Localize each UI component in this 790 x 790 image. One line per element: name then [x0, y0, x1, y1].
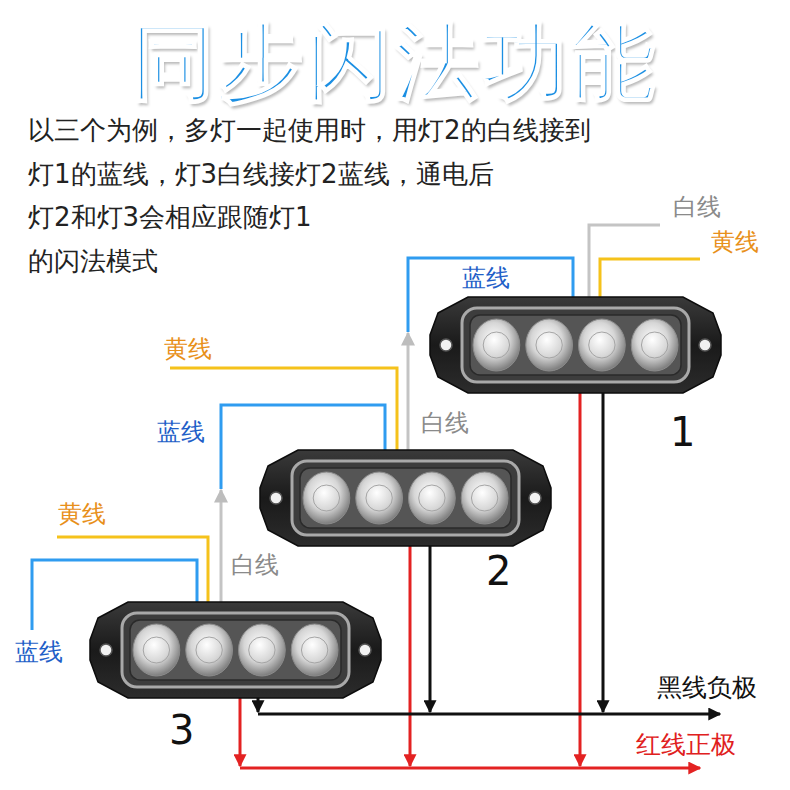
title: 同步闪法功能	[131, 16, 659, 108]
light-housing	[90, 602, 381, 698]
callout-number: 1	[670, 412, 695, 452]
callout-number: 2	[486, 551, 511, 591]
wire-label: 白线	[421, 409, 469, 438]
led-dome	[631, 319, 678, 371]
label-box: 黄线	[58, 500, 106, 529]
description-text: 灯2和灯3会相应跟随灯1	[28, 202, 312, 233]
led-ring	[536, 332, 562, 358]
led-dome	[409, 472, 456, 524]
red-wire	[409, 542, 412, 766]
label-box: 黄线	[711, 228, 759, 257]
label-box: 蓝线	[15, 638, 63, 667]
mounting-hole	[359, 644, 371, 656]
led-ring	[483, 332, 509, 358]
mounting-hole	[100, 644, 112, 656]
bus-label: 黑线负极	[657, 673, 757, 703]
light-bar: 3	[88, 600, 383, 700]
wire-label: 蓝线	[15, 638, 63, 667]
led-ring	[301, 637, 327, 663]
led-ring	[419, 485, 445, 511]
wire-label: 黄线	[711, 228, 759, 257]
led-ring	[249, 637, 275, 663]
label-box: 白线	[231, 551, 279, 580]
wire-label: 白线	[673, 193, 721, 222]
wire-label: 黄线	[58, 500, 106, 529]
yellow-wire	[600, 259, 700, 300]
label-box: 蓝线	[462, 264, 510, 293]
negative-bus	[258, 713, 720, 716]
led-dome	[291, 624, 338, 676]
led-ring	[471, 485, 497, 511]
led-dome	[356, 472, 403, 524]
lens	[122, 613, 349, 687]
mounting-hole	[699, 339, 711, 351]
red-wire	[239, 695, 242, 766]
label-box: 白线	[421, 409, 469, 438]
wire-label: 黄线	[164, 335, 212, 364]
white-wire	[220, 490, 223, 603]
mounting-hole	[529, 492, 541, 504]
led-ring	[641, 332, 667, 358]
callout-number: 3	[169, 710, 194, 750]
label-box: 蓝线	[157, 418, 205, 447]
light-illustration	[428, 295, 723, 395]
light-housing	[430, 297, 721, 393]
led-dome	[461, 472, 508, 524]
lens-inner	[470, 315, 681, 375]
led-dome	[303, 472, 350, 524]
black-wire	[429, 542, 432, 712]
light-illustration	[88, 600, 383, 700]
light-housing	[260, 450, 551, 546]
label-box: 灯1的蓝线，灯3白线接灯2蓝线，通电后	[28, 159, 494, 190]
mounting-hole	[440, 339, 452, 351]
lens	[462, 308, 689, 382]
light-illustration	[258, 448, 553, 548]
label-box: 红线正极	[636, 730, 736, 760]
wire-label: 蓝线	[462, 264, 510, 293]
label-box: 的闪法模式	[28, 246, 158, 277]
light-bar: 1	[428, 295, 723, 395]
positive-bus	[240, 767, 700, 770]
white-wire	[407, 333, 410, 451]
lens-inner	[300, 468, 511, 528]
led-ring	[196, 637, 222, 663]
led-dome	[239, 624, 286, 676]
description-text: 灯1的蓝线，灯3白线接灯2蓝线，通电后	[28, 159, 494, 190]
label-box: 以三个为例，多灯一起使用时，用灯2的白线接到	[28, 115, 591, 146]
label-box: 黑线负极	[657, 673, 757, 703]
description-text: 以三个为例，多灯一起使用时，用灯2的白线接到	[28, 115, 591, 146]
bus-label: 红线正极	[636, 730, 736, 760]
led-dome	[579, 319, 626, 371]
lens-inner	[130, 620, 341, 680]
mounting-hole	[270, 492, 282, 504]
description-text: 的闪法模式	[28, 246, 158, 277]
led-dome	[526, 319, 573, 371]
led-dome	[133, 624, 180, 676]
led-dome	[473, 319, 520, 371]
led-ring	[313, 485, 339, 511]
red-wire	[579, 392, 582, 766]
lens	[292, 461, 519, 535]
label-box: 灯2和灯3会相应跟随灯1	[28, 202, 312, 233]
wire-label: 蓝线	[157, 418, 205, 447]
yellow-wire	[57, 537, 208, 604]
title-box: 同步闪法功能	[131, 16, 659, 108]
black-wire	[602, 392, 605, 712]
led-ring	[143, 637, 169, 663]
led-dome	[186, 624, 233, 676]
label-box: 白线	[673, 193, 721, 222]
light-bar: 2	[258, 448, 553, 548]
wire-label: 白线	[231, 551, 279, 580]
led-ring	[366, 485, 392, 511]
label-box: 黄线	[164, 335, 212, 364]
led-ring	[589, 332, 615, 358]
